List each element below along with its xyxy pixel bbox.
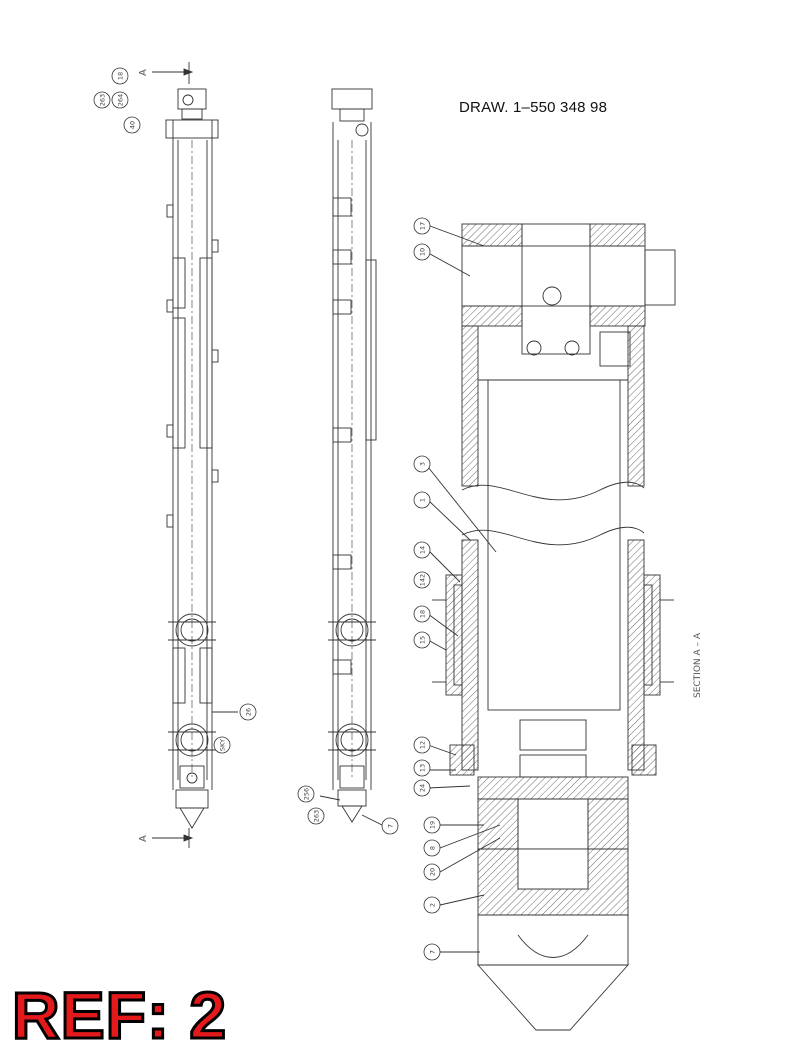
callout-bubble: 19: [423, 816, 441, 834]
callout-label: 7: [387, 824, 395, 828]
callout-bubble: 17: [413, 217, 431, 235]
section-mark-top: A: [138, 69, 149, 76]
callout-label: 12: [419, 741, 427, 749]
callout-bubble: 15: [413, 631, 431, 649]
callout-label: 263: [313, 810, 321, 822]
callout-label: 19: [429, 821, 437, 829]
callout-label: 17: [419, 222, 427, 230]
callout-label: 142: [419, 574, 427, 586]
callout-bubble: 263: [307, 807, 325, 825]
callout-label: 18: [419, 610, 427, 618]
callout-bubble: 3: [413, 455, 431, 473]
callout-label: 3: [419, 462, 427, 466]
callout-label: 1: [419, 498, 427, 502]
callout-bubble: SKY: [213, 736, 231, 754]
callout-label: 13: [419, 764, 427, 772]
callout-bubble: 1: [413, 491, 431, 509]
callout-label: 10: [419, 248, 427, 256]
callout-bubble: 18: [111, 67, 129, 85]
callout-label: 26: [245, 708, 253, 716]
callout-label: 8: [429, 846, 437, 850]
callout-bubble: 263: [93, 91, 111, 109]
drawing-number: DRAW. 1–550 348 98: [459, 99, 608, 116]
callout-bubble: 40: [123, 116, 141, 134]
callout-bubble: 24: [413, 779, 431, 797]
callout-bubble: 7: [423, 943, 441, 961]
callout-label: 263: [99, 94, 107, 106]
callout-bubble: 10: [413, 243, 431, 261]
callout-bubble: 14: [413, 541, 431, 559]
callout-label: 15: [419, 636, 427, 644]
callout-label: SKY: [219, 739, 227, 751]
callout-label: 40: [129, 121, 137, 129]
callout-bubble: 7: [381, 817, 399, 835]
callout-label: 264: [117, 94, 125, 106]
middle-view: [319, 88, 383, 826]
callout-bubble: 20: [423, 863, 441, 881]
callout-label: 24: [419, 784, 427, 792]
callout-bubble: 256: [297, 785, 315, 803]
ref-label: REF: 2: [10, 978, 228, 1052]
callout-bubble: 2: [423, 896, 441, 914]
callout-label: 18: [117, 72, 125, 80]
callout-bubble: 264: [111, 91, 129, 109]
left-view: [152, 62, 238, 848]
section-label: SECTION A – A: [693, 632, 703, 698]
callout-bubble: 18: [413, 605, 431, 623]
section-mark-bottom: A: [138, 835, 149, 842]
callout-label: 7: [429, 950, 437, 954]
callout-bubble: 26: [239, 703, 257, 721]
callout-label: 256: [303, 788, 311, 800]
section-a-a: [427, 223, 676, 1031]
callout-bubble: 8: [423, 839, 441, 857]
callout-label: 2: [429, 903, 437, 907]
callout-bubble: 13: [413, 759, 431, 777]
callout-label: 20: [429, 868, 437, 876]
callout-bubble: 12: [413, 736, 431, 754]
callout-bubble: 142: [413, 571, 431, 589]
callout-label: 14: [419, 546, 427, 554]
